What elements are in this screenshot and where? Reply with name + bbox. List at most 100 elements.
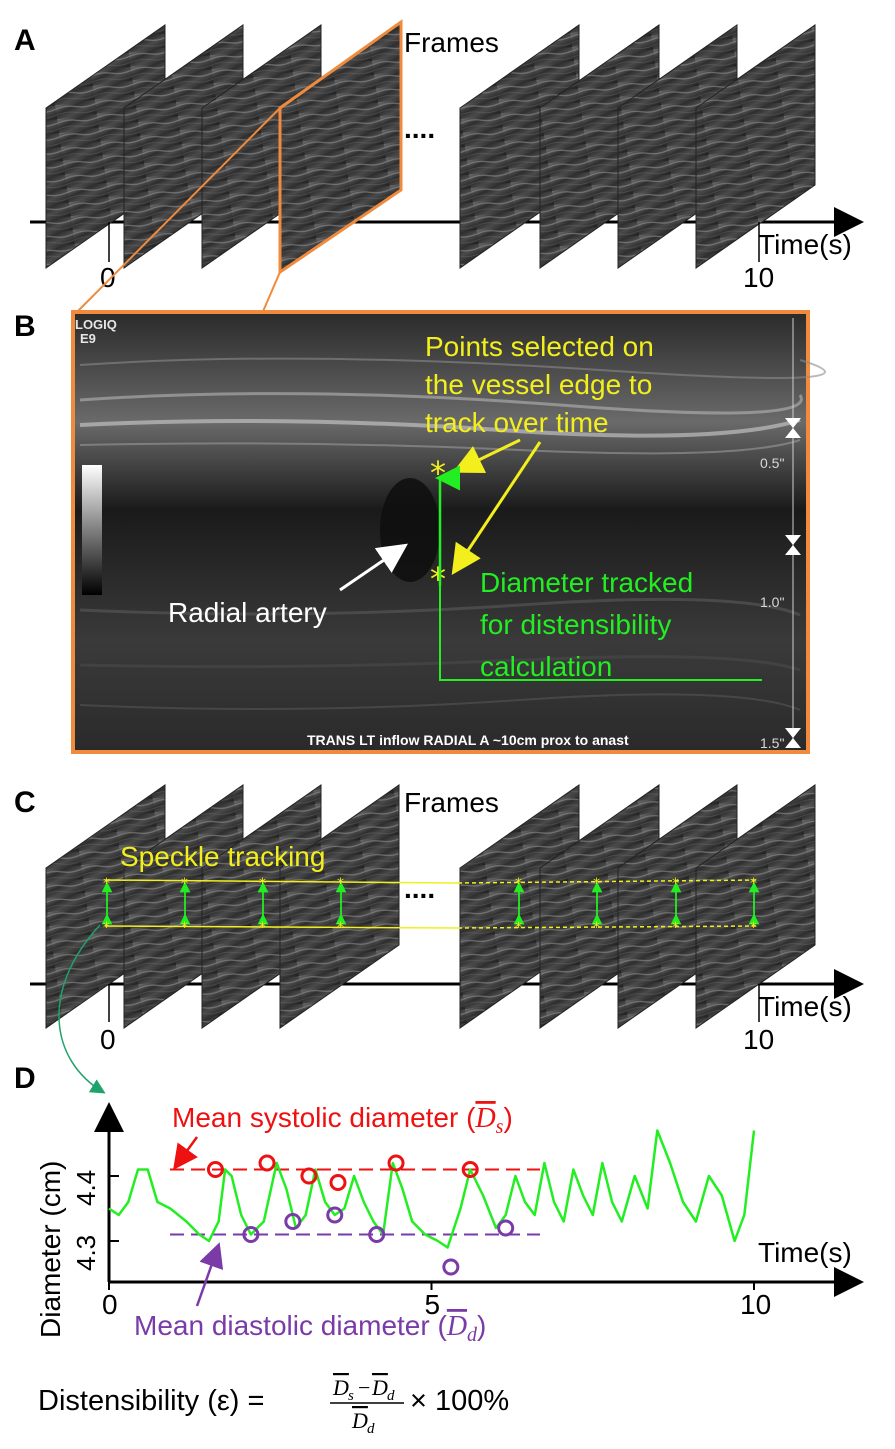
panel-a: A Frames .... 0 10 Time(s)	[14, 19, 864, 753]
depth-scale	[785, 318, 801, 748]
diameter-label-line2: for distensibility	[480, 609, 671, 640]
speckle-point: *	[593, 876, 600, 892]
formula-den-dd: D	[351, 1408, 368, 1433]
artery-label: Radial artery	[168, 597, 327, 628]
panel-c-ellipsis: ....	[404, 873, 435, 904]
tracking-line-bottom	[104, 925, 459, 929]
formula-den-d: d	[367, 1421, 375, 1437]
focus-marker-icon	[785, 728, 801, 748]
panel-c-frames-label: Frames	[404, 787, 499, 818]
panel-a-frames-right	[459, 24, 816, 269]
panel-a-tick-start: 0	[100, 262, 116, 293]
diastolic-arrow	[195, 1242, 224, 1307]
device-model: E9	[80, 331, 96, 346]
y-axis-label: Diameter (cm)	[35, 1161, 66, 1338]
formula-fraction: D s − D d D d	[330, 1375, 404, 1437]
panel-d-letter: D	[14, 1062, 36, 1095]
systolic-peak-marker	[387, 1154, 405, 1172]
panel-c-letter: C	[14, 786, 36, 819]
panel-c-tick-end: 10	[743, 1024, 774, 1055]
diameter-label-line1: Diameter tracked	[480, 567, 693, 598]
panel-b: B LOGIQ E9 0.5" 1.0" 1.5" TRANS LT inflo…	[14, 310, 826, 754]
selected-point-bottom: *	[430, 560, 446, 598]
link-arrow	[58, 924, 106, 1094]
y-tick-label: 4.3	[71, 1235, 101, 1271]
formula-num-ds: D	[332, 1375, 349, 1400]
diastolic-symbol: D	[446, 1311, 467, 1342]
formula-minus: −	[358, 1375, 370, 1400]
panel-a-ellipsis: ....	[404, 113, 435, 144]
panel-c: C Frames Speckle tracking .... *********…	[14, 784, 864, 1094]
formula-times: × 100%	[410, 1385, 509, 1417]
panel-a-tick-end: 10	[743, 262, 774, 293]
systolic-symbol: D	[474, 1103, 495, 1134]
diastolic-trough-marker	[497, 1219, 515, 1237]
panel-c-tick-start: 0	[100, 1024, 116, 1055]
tissue-texture	[79, 357, 826, 711]
x-tick-label: 0	[102, 1289, 118, 1320]
speckle-point: *	[593, 920, 600, 936]
device-name: LOGIQ	[75, 317, 117, 332]
grayscale-bar	[82, 465, 102, 595]
panel-c-axis-label: Time(s)	[758, 991, 852, 1022]
scan-caption: TRANS LT inflow RADIAL A ~10cm prox to a…	[307, 732, 629, 748]
chart-series	[108, 1129, 756, 1249]
diastolic-close: )	[477, 1310, 486, 1341]
panel-a-letter: A	[14, 24, 36, 57]
points-label-line2: the vessel edge to	[425, 369, 652, 400]
zoom-line-top	[72, 107, 281, 317]
systolic-subscript: s	[496, 1116, 504, 1138]
systolic-close: )	[503, 1102, 512, 1133]
diastolic-subscript: d	[467, 1324, 478, 1346]
speckle-point: *	[515, 876, 522, 892]
speckle-point: *	[103, 876, 110, 892]
diastolic-trough-marker	[368, 1226, 386, 1243]
frame-thumbnail	[695, 24, 816, 269]
depth-tick-label: 0.5"	[760, 455, 784, 471]
systolic-peak-marker	[461, 1161, 479, 1178]
x-tick-label: 5	[425, 1289, 441, 1320]
speckle-point: *	[750, 876, 757, 892]
diastolic-trough-marker	[242, 1226, 260, 1243]
formula-prefix: Distensibility (ε) =	[38, 1385, 264, 1417]
systolic-peak-marker	[206, 1161, 224, 1178]
diastolic-trough-marker	[442, 1258, 460, 1276]
diameter-leader	[439, 586, 762, 681]
speckle-point: *	[672, 920, 679, 936]
depth-tick-label: 1.5"	[760, 735, 784, 751]
points-arrow-bottom	[451, 441, 542, 575]
tracking-line-top	[104, 879, 459, 884]
speckle-point: *	[103, 920, 110, 936]
formula-num-dd: D	[371, 1375, 388, 1400]
speckle-point: *	[181, 920, 188, 936]
tracking-line-bottom-dashed	[457, 925, 759, 929]
speckle-point: *	[750, 920, 757, 936]
panel-b-letter: B	[14, 310, 36, 343]
formula-num-s: s	[348, 1388, 354, 1404]
y-tick-label: 4.4	[71, 1170, 101, 1206]
distensibility-formula: Distensibility (ε) = D s − D d D d × 100…	[38, 1375, 509, 1437]
focus-marker-icon	[785, 418, 801, 438]
panel-c-frames-left	[45, 784, 400, 1029]
tracking-line-top-dashed	[457, 879, 759, 884]
depth-tick-label: 1.0"	[760, 594, 784, 610]
systolic-peak-marker	[300, 1167, 318, 1185]
points-label-line1: Points selected on	[425, 331, 654, 362]
panel-a-frames-label: Frames	[404, 27, 499, 58]
speckle-point: *	[337, 920, 344, 936]
points-arrow-top	[452, 438, 521, 474]
panel-a-frames-left	[45, 19, 403, 275]
speckle-point: *	[337, 876, 344, 892]
focus-marker-icon	[785, 535, 801, 555]
diastolic-trough-marker	[284, 1213, 302, 1230]
speckle-point: *	[181, 876, 188, 892]
diastolic-label: Mean diastolic diameter (Dd)	[134, 1310, 486, 1346]
speckle-markers: ****************	[101, 876, 760, 936]
systolic-peak-marker	[258, 1154, 276, 1172]
diameter-series-line	[108, 1129, 756, 1249]
systolic-arrow	[173, 1136, 199, 1171]
artery-arrow	[339, 543, 408, 592]
diastolic-trough-marker	[326, 1206, 344, 1224]
speckle-point: *	[515, 920, 522, 936]
